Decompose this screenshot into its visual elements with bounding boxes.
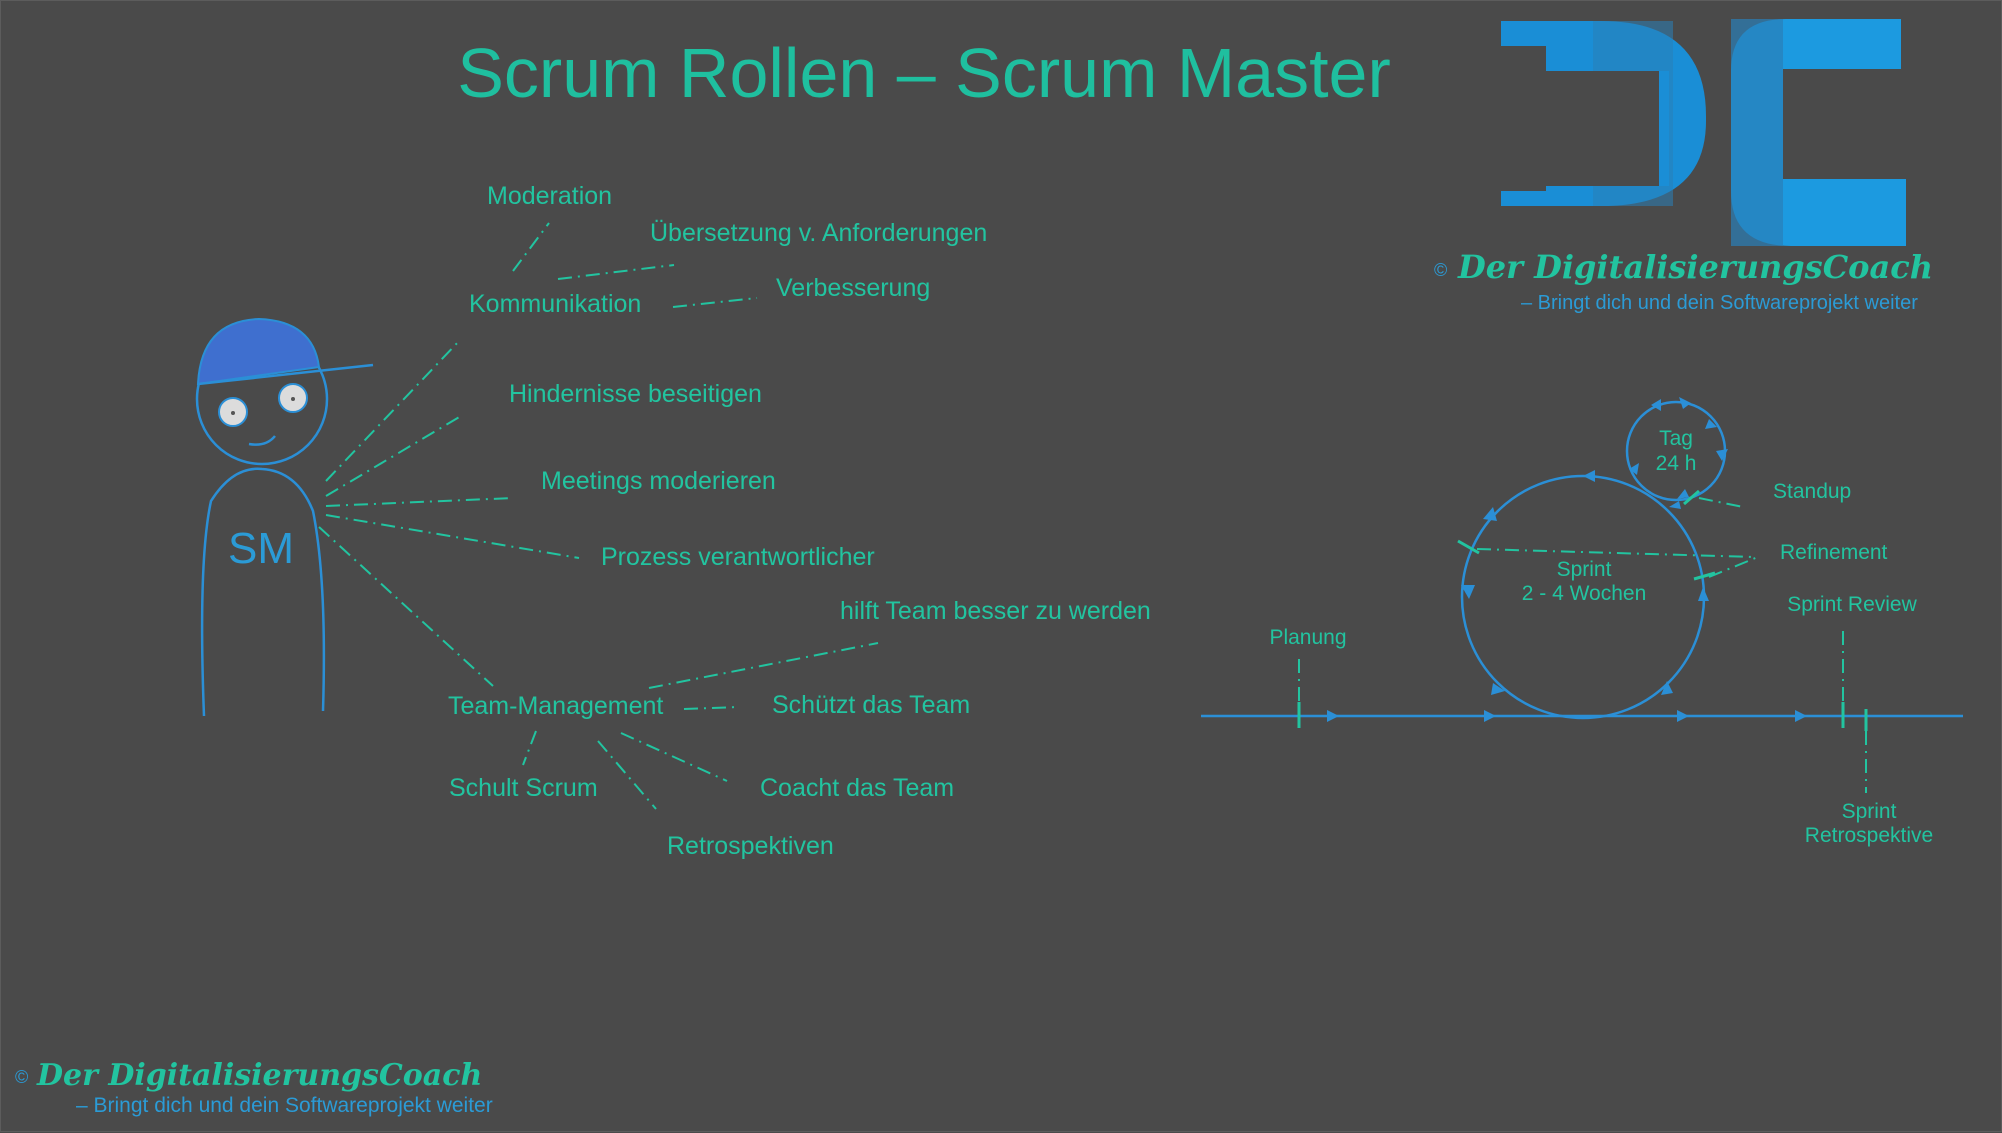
day-circle [1625,400,1727,502]
smile [248,435,276,446]
label-hindernisse: Hindernisse beseitigen [509,380,762,408]
label-schuetzt: Schützt das Team [772,691,970,719]
label-24h: 24 h [1656,452,1697,475]
footer-copyright-symbol: © [15,1067,28,1087]
scrum-cycle [1201,397,1963,793]
label-retrospektive: Retrospektive [1805,824,1933,847]
logo-brand-name: Der DigitalisierungsCoach [1457,248,1933,286]
page-title: Scrum Rollen – Scrum Master [457,34,1391,112]
scrum-master-figure: SM [195,317,374,717]
label-moderation: Moderation [487,182,612,210]
label-sprint-duration: 2 - 4 Wochen [1522,582,1647,605]
footer-tagline: – Bringt dich und dein Softwareprojekt w… [76,1094,493,1117]
label-coacht: Coacht das Team [760,774,954,802]
label-hilft: hilft Team besser zu werden [840,597,1151,625]
mindmap-connectors [318,222,879,810]
label-meetings: Meetings moderieren [541,467,776,495]
label-planung: Planung [1269,626,1346,649]
label-sprint: Sprint [1557,558,1612,581]
label-tag: Tag [1659,427,1693,450]
shirt-label: SM [228,524,294,573]
label-sprint-review: Sprint Review [1787,593,1917,616]
label-kommunikation: Kommunikation [469,290,641,318]
label-standup: Standup [1773,480,1851,503]
dc-logo [1501,19,1906,246]
label-verbesserung: Verbesserung [776,274,930,302]
cap-brim [197,363,374,386]
figure-body [200,467,326,717]
label-uebersetzung: Übersetzung v. Anforderungen [650,219,987,247]
label-retro-sprint: Sprint [1842,800,1897,823]
label-refinement: Refinement [1780,541,1888,564]
logo-tagline: – Bringt dich und dein Softwareprojekt w… [1521,292,1918,314]
label-team-management: Team-Management [448,692,663,720]
label-schult: Schult Scrum [449,774,598,802]
logo-copyright-symbol: © [1434,260,1447,280]
label-prozess: Prozess verantwortlicher [601,543,875,571]
footer-brand-name: Der DigitalisierungsCoach [36,1058,482,1093]
label-retrospektiven: Retrospektiven [667,832,834,860]
